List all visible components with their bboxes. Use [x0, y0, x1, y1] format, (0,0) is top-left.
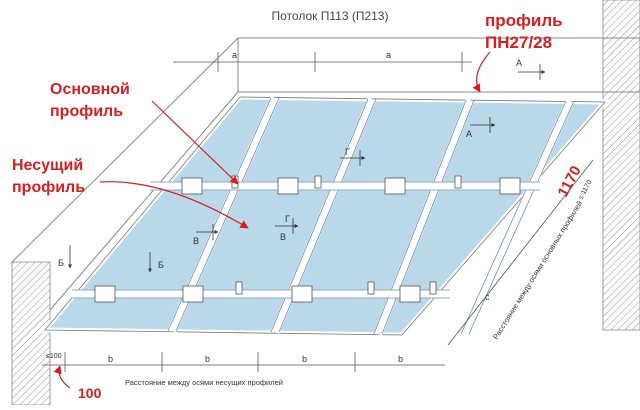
dim-b-3: b: [302, 354, 307, 364]
mark-b-2: Б: [158, 260, 164, 270]
section-marks: [68, 64, 546, 273]
mark-a-top: А: [516, 58, 522, 68]
dim-b-1: b: [108, 354, 113, 364]
dim-b-4: b: [398, 354, 403, 364]
dim-a-1: a: [232, 50, 237, 60]
mark-v-1: В: [193, 236, 199, 246]
main-profile-label-2: профиль: [50, 103, 123, 120]
edge-profile-label-2: ПН27/28: [485, 33, 552, 52]
dimension-a: [173, 52, 472, 72]
dimension-c: [447, 159, 594, 346]
main-spacing-caption: Расстояние между осями основных профилей: [491, 199, 584, 341]
edge-profile-arrow: [472, 51, 491, 93]
mark-g-1: Г: [345, 147, 350, 157]
edge-value-arrow: [53, 365, 71, 389]
bearing-spacing-caption: Расстояние между осями несущих профилей: [125, 378, 283, 387]
diagram-title: Потолок П113 (П213): [272, 9, 389, 23]
mark-a-board: А: [466, 129, 472, 139]
main-profile-4: [460, 99, 575, 336]
bearing-profile-label-1: Несущий: [12, 157, 83, 174]
edge-profile-label-1: профиль: [485, 11, 563, 30]
bearing-profiles: [72, 181, 540, 299]
main-profile-arrow: [151, 100, 239, 185]
dim-max-edge: ≤100: [46, 353, 62, 360]
main-profile-label-1: Основной: [50, 81, 130, 98]
dim-c: c: [485, 292, 490, 302]
edge-value-label: 100: [78, 385, 102, 401]
dim-c-max: ≤ 1170: [578, 179, 594, 201]
bearing-profile-label-2: профиль: [12, 179, 85, 196]
bearing-profile-arrow: [99, 181, 249, 229]
cross-connectors: [94, 177, 521, 303]
dimension-b: [42, 352, 445, 372]
dim-a-2: a: [386, 50, 391, 60]
mark-v-2: В: [280, 232, 286, 242]
mark-b-1: Б: [58, 258, 64, 268]
mark-g-2: Г: [285, 214, 290, 224]
wall-back: [237, 0, 640, 331]
wall-left: [11, 37, 239, 406]
dim-b-2: b: [205, 354, 210, 364]
